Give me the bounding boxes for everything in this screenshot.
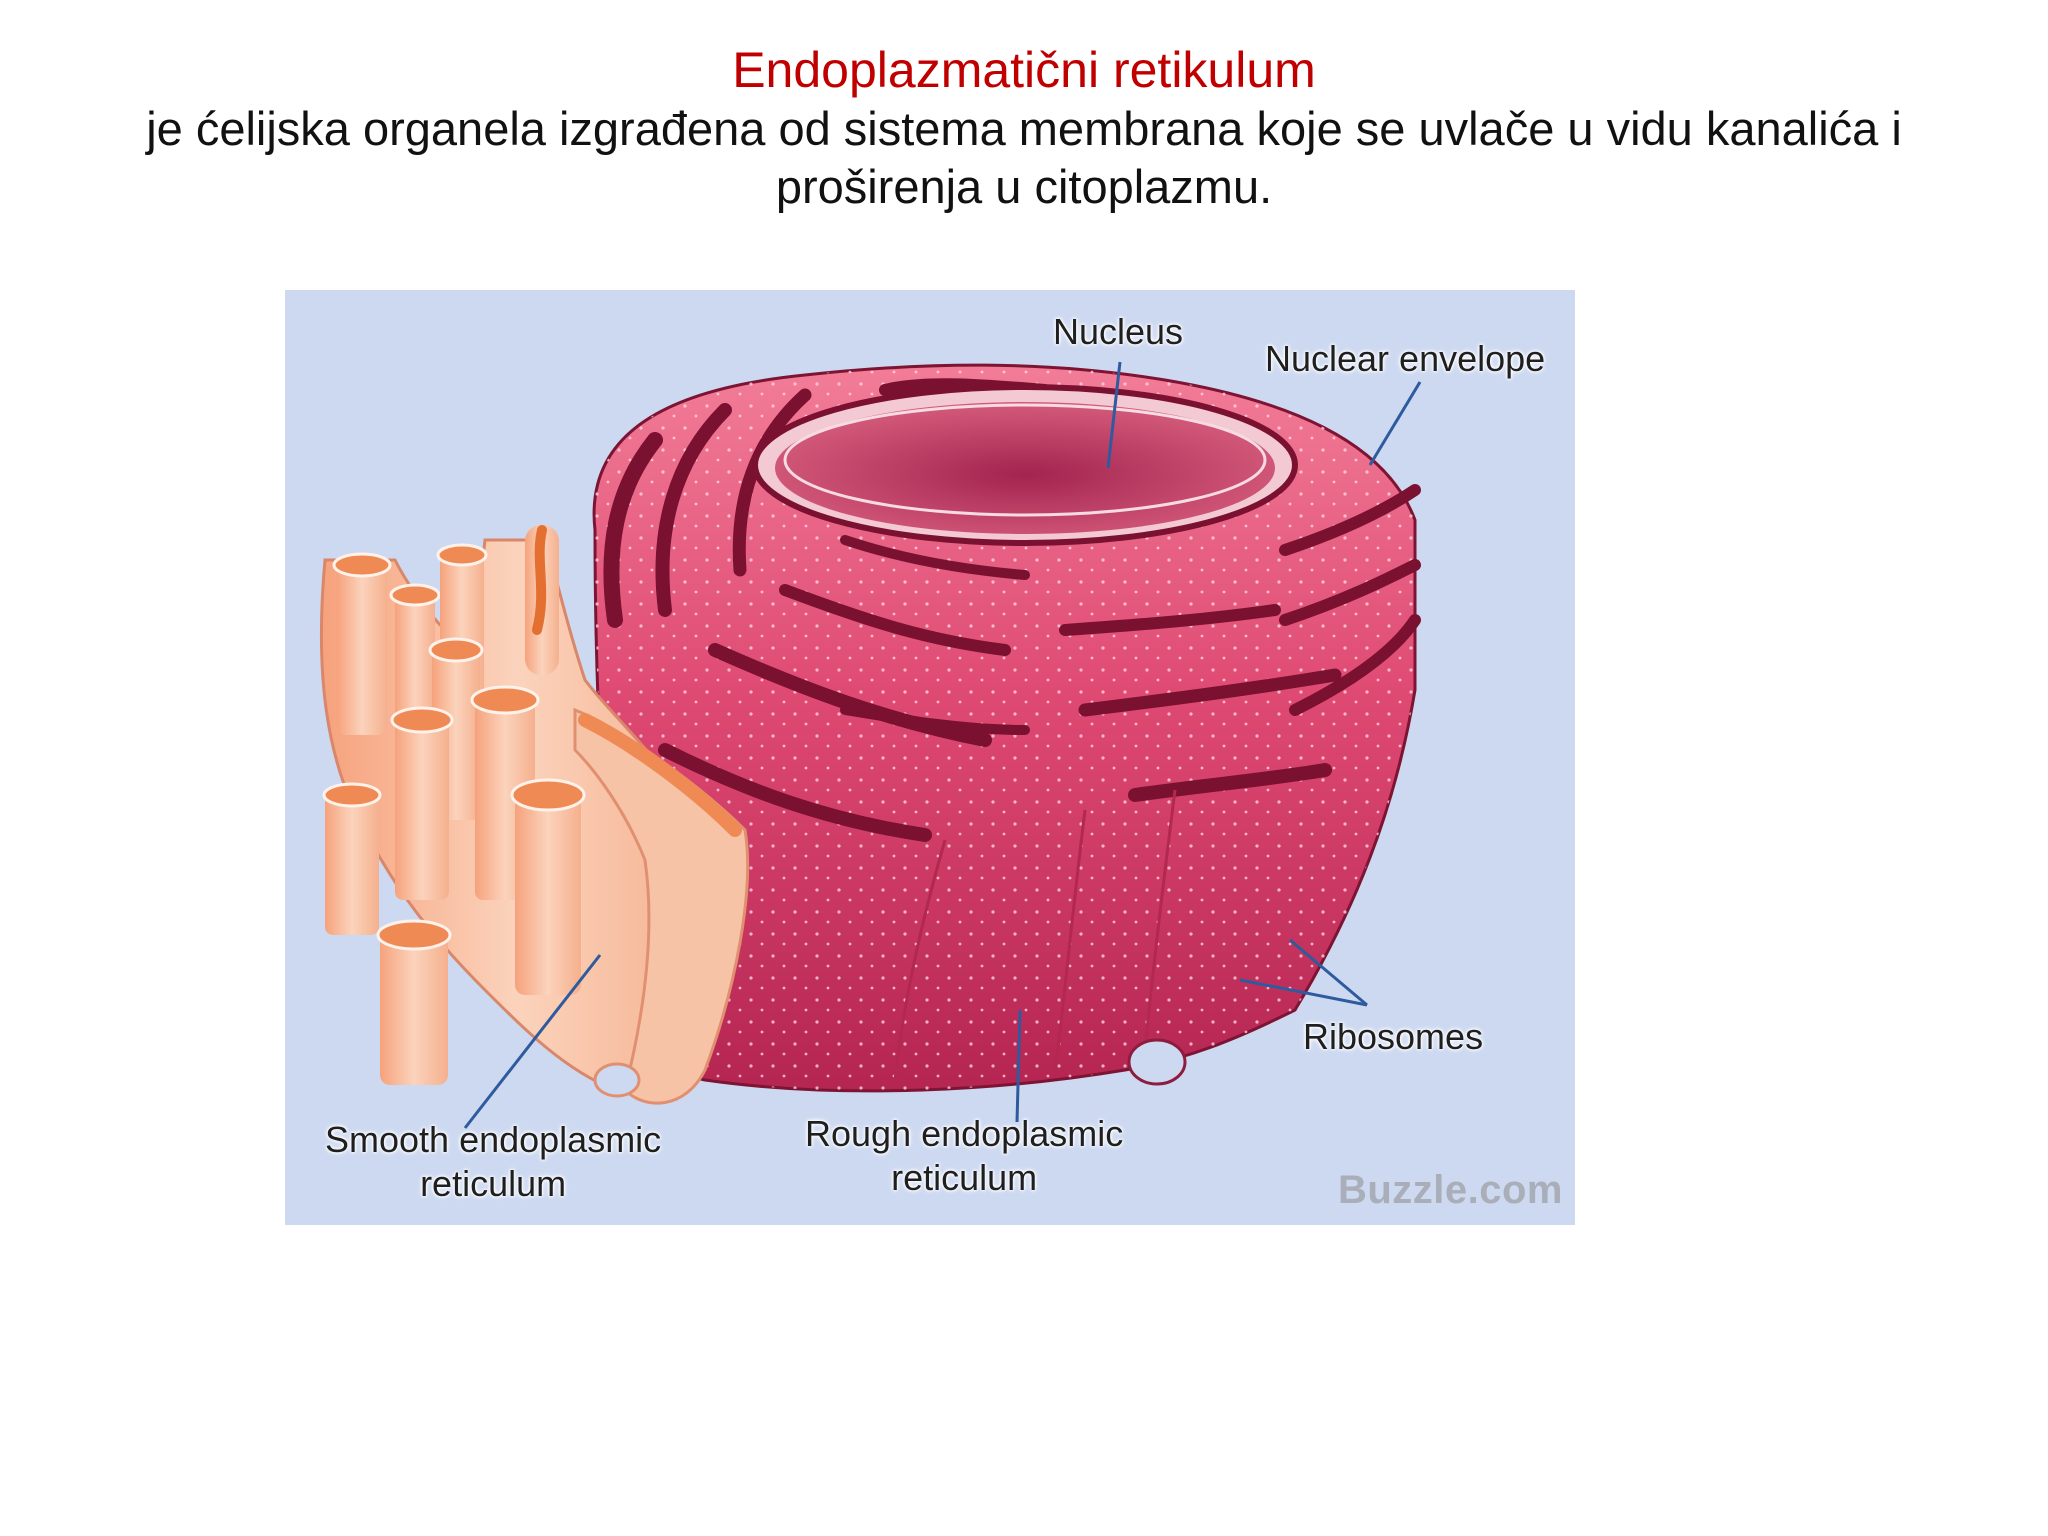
smooth-er-label-line-2: reticulum bbox=[420, 1163, 567, 1204]
smooth-er-leader-line bbox=[463, 954, 602, 1129]
rough-er-leader-line bbox=[1015, 1009, 1022, 1123]
slide-header: Endoplazmatični retikulum je ćelijska or… bbox=[0, 40, 2048, 216]
ribosomes-leader-line-1 bbox=[1289, 938, 1368, 1007]
slide-title: Endoplazmatični retikulum bbox=[732, 42, 1316, 98]
nucleus-shape bbox=[752, 384, 1298, 546]
er-diagram: Nucleus Nuclear envelope Ribosomes Smoot… bbox=[285, 290, 1575, 1225]
nuclear-envelope-leader-line bbox=[1368, 381, 1422, 466]
rough-er-label-line-2: reticulum bbox=[891, 1157, 1038, 1198]
er-illustration bbox=[319, 361, 1422, 1129]
ribosomes-leader-line-2 bbox=[1239, 978, 1368, 1007]
leader-lines bbox=[463, 361, 1422, 1129]
watermark: Buzzle.com bbox=[1337, 1168, 1563, 1212]
ribosomes-label: Ribosomes bbox=[1303, 1016, 1484, 1057]
rough-er-label: Rough endoplasmic reticulum bbox=[805, 1112, 1123, 1200]
nucleus-leader-line bbox=[1106, 361, 1122, 469]
smooth-er-label-line-1: Smooth endoplasmic bbox=[325, 1119, 662, 1160]
nucleus-label: Nucleus bbox=[1053, 311, 1184, 352]
rough-er-shape bbox=[592, 363, 1421, 1093]
smooth-er-shape bbox=[319, 525, 750, 1105]
rough-er-label-line-1: Rough endoplasmic bbox=[805, 1113, 1124, 1154]
smooth-er-label: Smooth endoplasmic reticulum bbox=[325, 1118, 661, 1206]
nuclear-envelope-label: Nuclear envelope bbox=[1265, 338, 1546, 379]
slide-description: je ćelijska organela izgrađena od sistem… bbox=[146, 102, 1902, 213]
